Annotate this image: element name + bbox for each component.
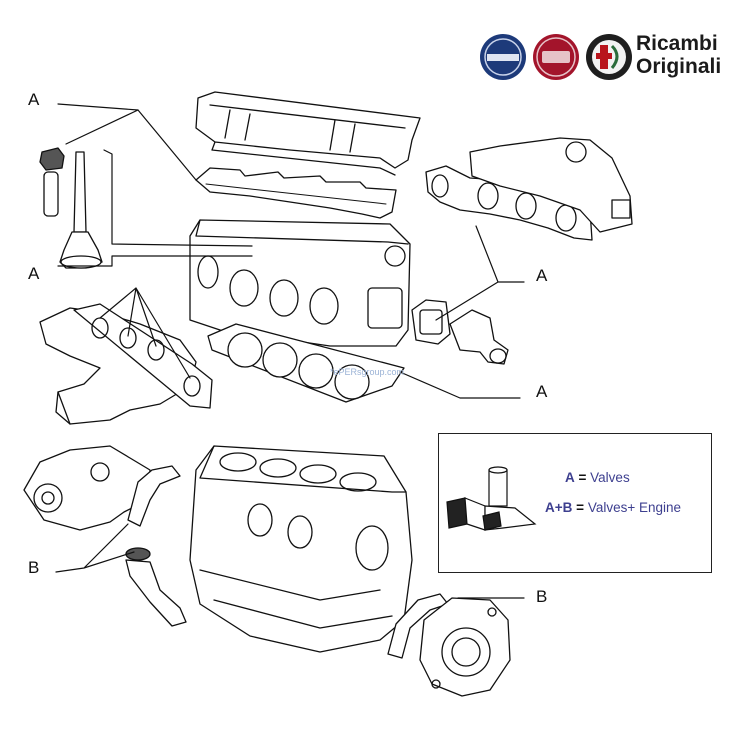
- leader-lines: [55, 103, 525, 599]
- legend-box: A = Valves A+B = Valves+ Engine: [438, 433, 712, 573]
- legend-text-ab: Valves+ Engine: [587, 500, 682, 515]
- fiat-logo: [533, 34, 579, 80]
- callout-a-right-gasket: A: [536, 382, 548, 401]
- watermark: *ePERsgroup.com: [330, 367, 405, 377]
- legend-eq-ab: =: [576, 500, 585, 515]
- thermostat-gasket: [411, 299, 451, 345]
- legend-text-a: Valves: [590, 470, 630, 485]
- legend-key-ab: A+B: [545, 500, 573, 515]
- exhaust-manifold-left: [39, 303, 213, 425]
- parts-kit-icon: [446, 466, 537, 531]
- brand-block: Ricambi Originali: [478, 30, 740, 84]
- valve-cover-gasket: [195, 167, 397, 219]
- legend-eq-a: =: [578, 470, 587, 485]
- legend-row-a: A = Valves: [565, 470, 630, 485]
- engine-block: [189, 445, 413, 653]
- valve-cover: [195, 91, 421, 176]
- oil-pump-gasket: [127, 465, 181, 527]
- callout-b-bottom-right: B: [536, 587, 548, 606]
- callout-a-top-left: A: [28, 90, 40, 109]
- rear-seal-housing: [419, 597, 511, 697]
- legend-row-ab: A+B = Valves+ Engine: [545, 500, 681, 515]
- alfa-romeo-logo: [586, 34, 632, 80]
- oil-pickup: [125, 547, 187, 627]
- callout-a-mid-left: A: [28, 264, 40, 283]
- thermostat-housing: [449, 309, 509, 365]
- head-gasket: [207, 323, 405, 403]
- cylinder-head: [189, 219, 411, 347]
- brand-logos: [480, 34, 632, 80]
- callout-a-right-manifold: A: [536, 266, 548, 285]
- intake-manifold-right: [469, 137, 633, 233]
- brand-line2: Originali: [636, 55, 722, 78]
- lancia-logo: [480, 34, 526, 80]
- valve-parts: [39, 147, 103, 269]
- callout-b-bottom-left: B: [28, 558, 40, 577]
- legend-key-a: A: [565, 470, 575, 485]
- brand-line1: Ricambi: [636, 32, 718, 55]
